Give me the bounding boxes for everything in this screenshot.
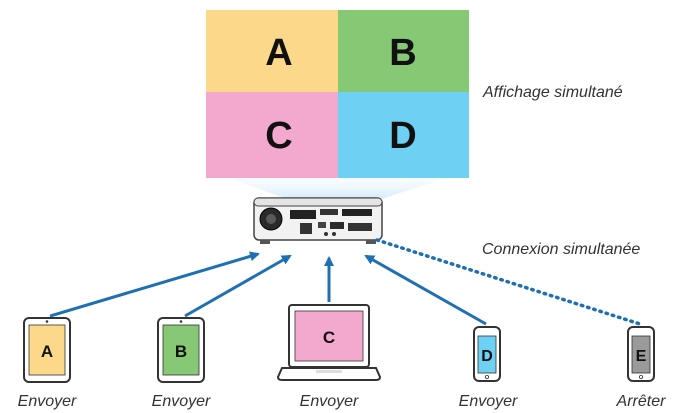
device-c-screen (294, 310, 364, 362)
projection-beam (229, 178, 447, 200)
device-d-letter: D (481, 348, 493, 365)
quadrant-a-letter: A (265, 32, 292, 74)
device-d-screen (477, 335, 497, 374)
quadrant-c-letter: C (265, 115, 292, 157)
device-e-screen (631, 335, 651, 374)
device-tablet-a: A (23, 317, 71, 383)
device-b-letter: B (175, 342, 187, 361)
device-laptop-c: C (276, 304, 382, 381)
projected-screen: A B C D (206, 10, 469, 178)
quadrant-a (206, 10, 338, 92)
device-c-action-label: Envoyer (300, 393, 359, 410)
device-e-letter: E (636, 348, 647, 365)
device-a-letter: A (41, 342, 53, 361)
quadrant-d-letter: D (389, 115, 416, 157)
device-c-letter: C (323, 328, 335, 347)
connection-dotted-e (375, 238, 642, 326)
quadrant-b-letter: B (389, 32, 416, 74)
connection-lines (49, 238, 642, 326)
simultaneous-connection-caption: Connexion simultanée (482, 241, 640, 258)
connection-arrow-d (364, 254, 487, 326)
device-d-action-label: Envoyer (459, 393, 518, 410)
quadrant-d (338, 92, 469, 178)
device-a-screen (28, 324, 66, 376)
connection-arrow-a (49, 251, 260, 318)
device-b-action-label: Envoyer (152, 393, 211, 410)
device-phone-d: D (473, 326, 501, 382)
simultaneous-display-caption: Affichage simultané (482, 84, 623, 101)
quadrant-c (206, 92, 338, 178)
device-a-action-label: Envoyer (18, 393, 77, 410)
device-phone-e: E (627, 326, 655, 382)
projector-icon (253, 197, 383, 244)
device-tablet-b: B (157, 317, 205, 383)
quadrant-b (338, 10, 469, 92)
device-b-screen (162, 324, 200, 376)
connection-arrow-b (184, 254, 292, 318)
device-e-action-label: Arrêter (616, 393, 667, 410)
